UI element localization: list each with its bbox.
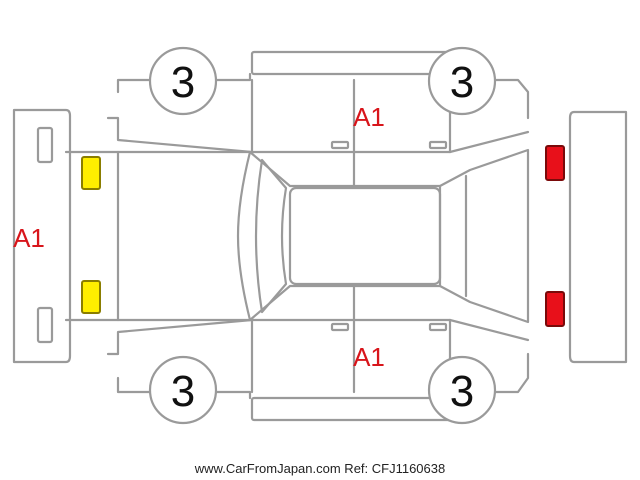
wheel-front-right-grade: 3 [171,367,195,416]
wheel-rear-right: 3 [427,355,497,425]
rear-lamp-top [545,145,565,181]
front-bumper [12,108,72,364]
wheel-front-right: 3 [148,355,218,425]
rear-bumper [568,110,628,364]
wheel-rear-left-grade: 3 [450,58,474,107]
damage-mark-upper-doors: A1 [353,102,385,132]
wheel-rear-right-grade: 3 [450,367,474,416]
wheel-front-left: 3 [148,46,218,116]
rear-lamp-bottom [545,291,565,327]
lower-side-panel [106,284,530,422]
wheel-front-left-grade: 3 [171,58,195,107]
upper-side-panel [106,50,530,188]
vehicle-body-top-view [64,148,530,324]
footer-reference: www.CarFromJapan.com Ref: CFJ1160638 [194,461,445,476]
front-lamp-top [81,156,101,190]
wheel-rear-left: 3 [427,46,497,116]
damage-mark-front-bumper: A1 [13,223,45,253]
damage-mark-lower-doors: A1 [353,342,385,372]
front-lamps [81,156,101,314]
front-lamp-bottom [81,280,101,314]
rear-lamps [545,145,565,327]
